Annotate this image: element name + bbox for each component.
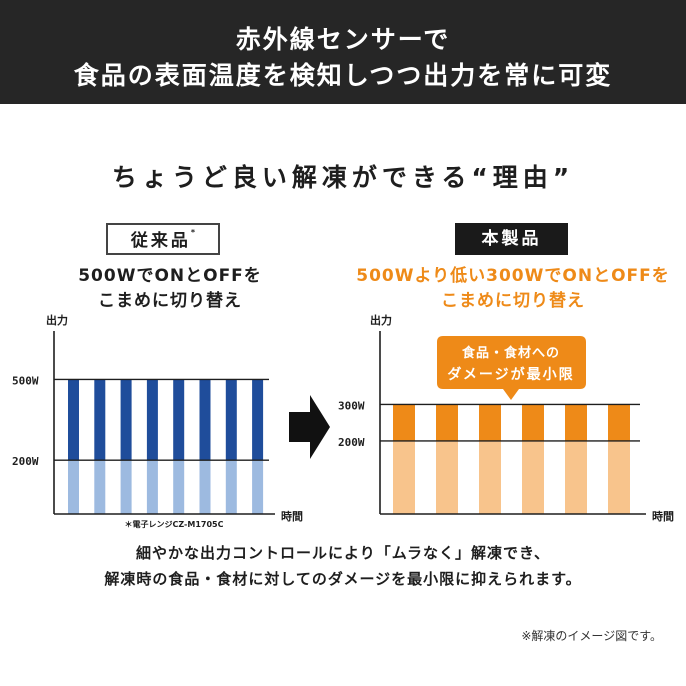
callout-line-1: 食品・食材への [462, 345, 560, 361]
header-banner: 赤外線センサーで 食品の表面温度を検知しつつ出力を常に可変 [0, 0, 686, 104]
description-line-2: 解凍時の食品・食材に対してのダメージを最小限に抑えられます。 [104, 570, 582, 588]
conventional-bar-base [173, 460, 185, 514]
conventional-subtitle-line-1: 500WでONとOFFを [78, 266, 262, 286]
product-subtitle-line-2: こまめに切り替え [441, 291, 585, 311]
conventional-badge: 従来品* [106, 223, 220, 255]
conventional-bar-peak [120, 379, 132, 461]
conventional-bar-peak [225, 379, 237, 461]
product-subtitle: 500Wより低い300WでONとOFFを こまめに切り替え [340, 264, 686, 314]
section-heading: ちょうど良い解凍ができる“理由” [111, 163, 575, 192]
product-bar-base [436, 440, 458, 514]
conventional-subtitle-line-2: こまめに切り替え [98, 291, 242, 311]
conventional-badge-mark: * [190, 228, 196, 237]
product-bar-base [565, 440, 587, 514]
conventional-bar-base [94, 460, 106, 514]
conventional-bar-base [68, 460, 79, 514]
conventional-bar-base [225, 460, 237, 514]
image-note: ※解凍のイメージ図です。 [521, 629, 662, 643]
header-line-2: 食品の表面温度を検知しつつ出力を常に可変 [73, 61, 613, 90]
conventional-footnote: ＊電子レンジCZ-M1705C [125, 519, 224, 529]
product-bar-base [393, 440, 415, 514]
conventional-bar-peak [173, 379, 185, 461]
conventional-badge-label: 従来品 [130, 231, 191, 251]
comparison-arrow-icon [289, 395, 330, 459]
product-badge: 本製品 [455, 223, 568, 255]
conventional-bar-base [120, 460, 132, 514]
conventional-bar-peak [146, 379, 158, 461]
conventional-x-axis-title: 時間 [281, 509, 303, 523]
description: 細やかな出力コントロールにより「ムラなく」解凍でき、 解凍時の食品・食材に対して… [0, 540, 686, 592]
conventional-subtitle: 500WでONとOFFを こまめに切り替え [40, 264, 300, 314]
damage-callout: 食品・食材への ダメージが最小限 [437, 336, 586, 400]
conventional-tick-label: 500W [12, 374, 39, 387]
callout-line-2: ダメージが最小限 [447, 366, 574, 383]
conventional-bar-peak [94, 379, 106, 461]
product-bar-peak [565, 404, 587, 441]
conventional-bar-base [146, 460, 158, 514]
description-line-1: 細やかな出力コントロールにより「ムラなく」解凍でき、 [136, 544, 550, 562]
conventional-bar-base [199, 460, 211, 514]
product-x-axis-title: 時間 [652, 509, 674, 523]
conventional-bar-peak [68, 379, 79, 461]
conventional-bar-base [252, 460, 264, 514]
product-bar-peak [436, 404, 458, 441]
conventional-y-axis-title: 出力 [46, 313, 68, 327]
product-bar-base [522, 440, 544, 514]
product-tick-label: 300W [338, 399, 365, 412]
conventional-tick-label: 200W [12, 455, 39, 468]
header-line-1: 赤外線センサーで [235, 25, 451, 54]
product-bar-base [479, 440, 501, 514]
product-bar-peak [608, 404, 630, 441]
product-subtitle-line-1: 500Wより低い300WでONとOFFを [356, 266, 670, 286]
callout-bubble [437, 336, 586, 400]
product-bar-base [608, 440, 630, 514]
product-tick-label: 200W [338, 436, 365, 449]
product-y-axis-title: 出力 [370, 313, 392, 327]
conventional-bar-peak [199, 379, 211, 461]
product-bar-peak [522, 404, 544, 441]
product-bar-peak [479, 404, 501, 441]
conventional-bar-peak [252, 379, 264, 461]
product-bar-peak [393, 404, 415, 441]
